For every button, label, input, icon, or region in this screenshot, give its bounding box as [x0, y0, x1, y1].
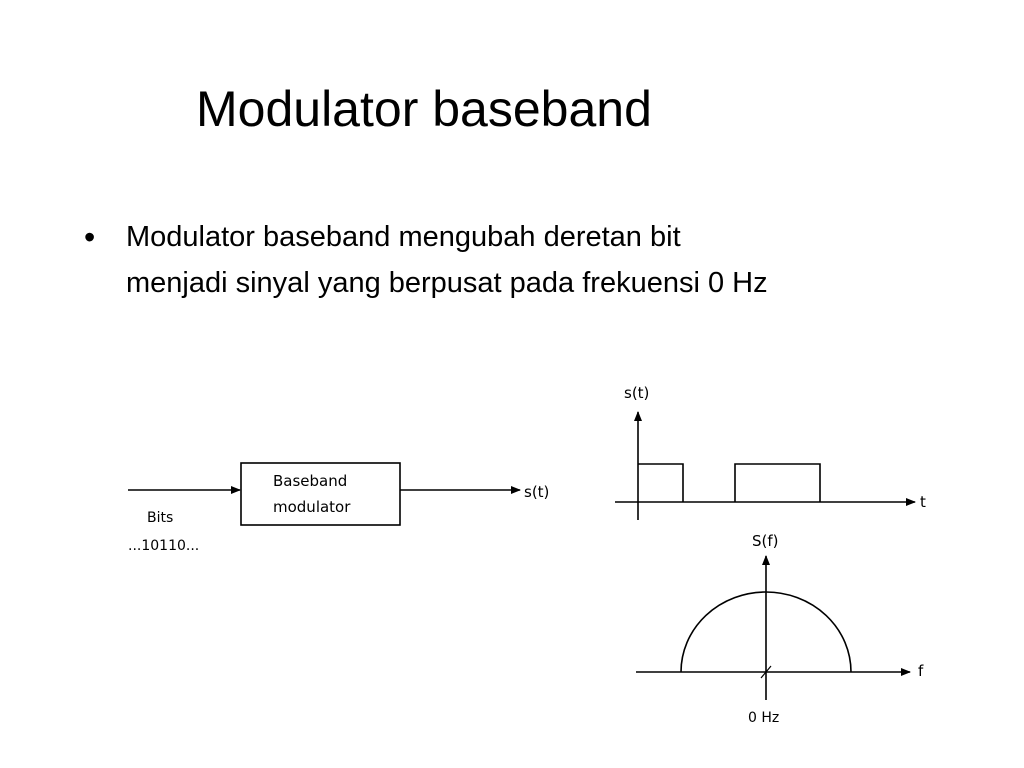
time-domain-plot: s(t) t — [615, 384, 926, 520]
origin-label: 0 Hz — [748, 710, 779, 726]
pulse-waveform — [638, 463, 821, 502]
output-label: s(t) — [524, 483, 549, 501]
bullet-text: Modulator baseband mengubah deretan bit … — [126, 214, 768, 306]
frequency-domain-plot: S(f) f 0 Hz — [636, 532, 924, 726]
freq-y-label: S(f) — [752, 532, 779, 550]
time-x-label: t — [920, 493, 926, 511]
spectrum-curve — [680, 591, 852, 673]
slide-title: Modulator baseband — [196, 81, 652, 137]
time-y-label: s(t) — [624, 384, 649, 402]
block-label-line-2: modulator — [273, 498, 351, 516]
freq-x-label: f — [918, 662, 924, 680]
bullet-text-line-1: Modulator baseband mengubah deretan bit — [126, 221, 681, 253]
baseband-modulator-block — [240, 462, 401, 526]
input-label-line-2: ...10110... — [128, 538, 199, 554]
bullet-marker: • — [84, 219, 96, 255]
block-label-line-1: Baseband — [273, 472, 347, 490]
block-diagram: Baseband modulator s(t) Bits ...10110... — [128, 462, 549, 554]
bullet-text-line-2: menjadi sinyal yang berpusat pada frekue… — [126, 267, 768, 299]
input-label-line-1: Bits — [147, 510, 173, 526]
origin-tick — [760, 665, 772, 679]
